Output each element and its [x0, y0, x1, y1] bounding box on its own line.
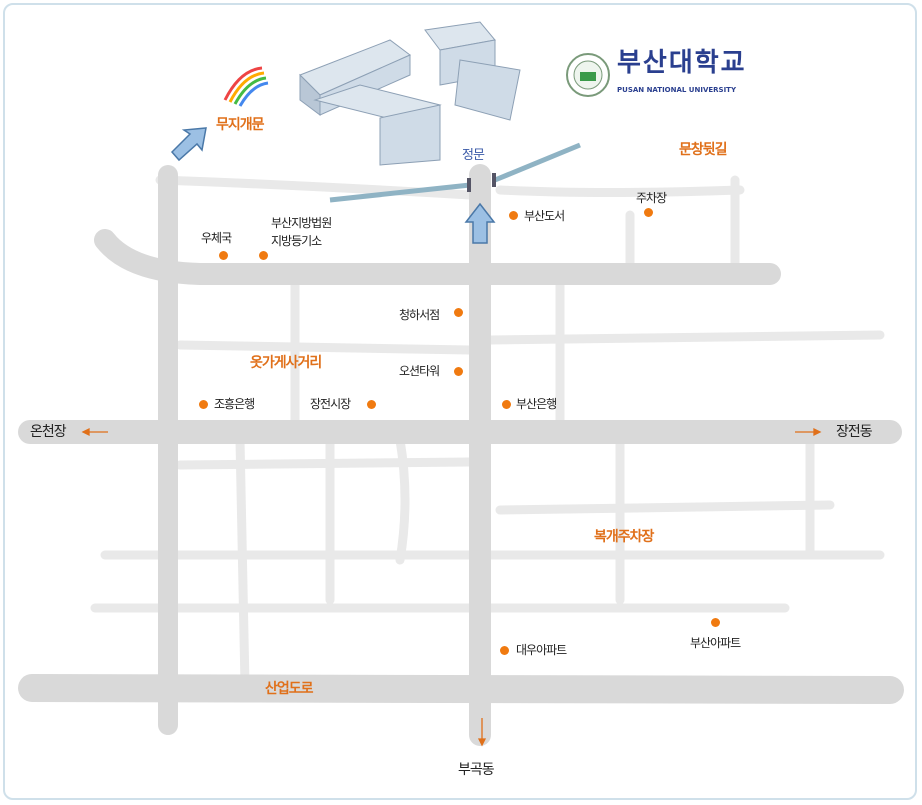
label-industrial-road: 산업도로 — [265, 681, 314, 697]
label-cheongha-bookstore: 청하서점 — [399, 308, 440, 322]
label-covered-parking: 복개주차장 — [594, 529, 654, 545]
label-busan-books: 부산도서 — [524, 209, 565, 223]
marker-court — [259, 251, 268, 260]
map-frame — [3, 3, 917, 800]
university-logo: 부산대학교 PUSAN NATIONAL UNIVERSITY — [565, 48, 745, 102]
label-busan-apt: 부산아파트 — [690, 636, 741, 650]
minor-road — [495, 500, 835, 515]
gate-post — [492, 173, 496, 187]
university-name-ko: 부산대학교 — [617, 48, 747, 78]
marker-chohung-bank — [199, 400, 208, 409]
marker-ocean-tower — [454, 367, 463, 376]
label-back-road: 문창뒷길 — [679, 142, 728, 158]
marker-parking — [644, 208, 653, 217]
label-busan-bank: 부산은행 — [516, 397, 557, 411]
minor-road — [485, 330, 885, 345]
minor-road — [155, 175, 475, 200]
minor-road — [395, 435, 410, 565]
label-chohung-bank: 조흥은행 — [214, 397, 255, 411]
main-road — [94, 229, 781, 285]
label-clothing-crossroad: 옷가게사거리 — [250, 355, 322, 371]
marker-busan-books — [509, 211, 518, 220]
campus-buildings-icon — [299, 21, 521, 166]
label-post-office: 우체국 — [201, 231, 232, 245]
direction-oncheonjang: 온천장 — [30, 424, 67, 440]
label-ocean-tower: 오션타워 — [399, 364, 440, 378]
minor-road — [495, 185, 745, 197]
rainbow-icon — [223, 66, 269, 107]
label-court: 부산지방법원 — [271, 216, 332, 230]
marker-busan-bank — [502, 400, 511, 409]
label-registry: 지방등기소 — [271, 234, 322, 248]
direction-jangjeondong: 장전동 — [836, 424, 873, 440]
marker-jangjeon-market — [367, 400, 376, 409]
marker-cheongha-bookstore — [454, 308, 463, 317]
marker-daewoo-apt — [500, 646, 509, 655]
minor-road — [175, 340, 475, 355]
label-main-gate: 정문 — [462, 148, 485, 163]
minor-road — [175, 457, 475, 470]
label-rainbow-gate: 무지개문 — [216, 117, 265, 133]
marker-busan-apt — [711, 618, 720, 627]
minor-road — [235, 435, 250, 690]
direction-bugokdong: 부곡동 — [458, 762, 495, 778]
university-name-en: PUSAN NATIONAL UNIVERSITY — [617, 86, 737, 94]
arrow-icon — [170, 127, 496, 244]
gate-post — [467, 178, 471, 192]
university-seal-icon — [566, 53, 610, 97]
label-parking: 주차장 — [636, 191, 667, 205]
gate-approach — [329, 142, 581, 203]
label-jangjeon-market: 장전시장 — [310, 397, 351, 411]
label-daewoo-apt: 대우아파트 — [516, 643, 567, 657]
marker-post-office — [219, 251, 228, 260]
